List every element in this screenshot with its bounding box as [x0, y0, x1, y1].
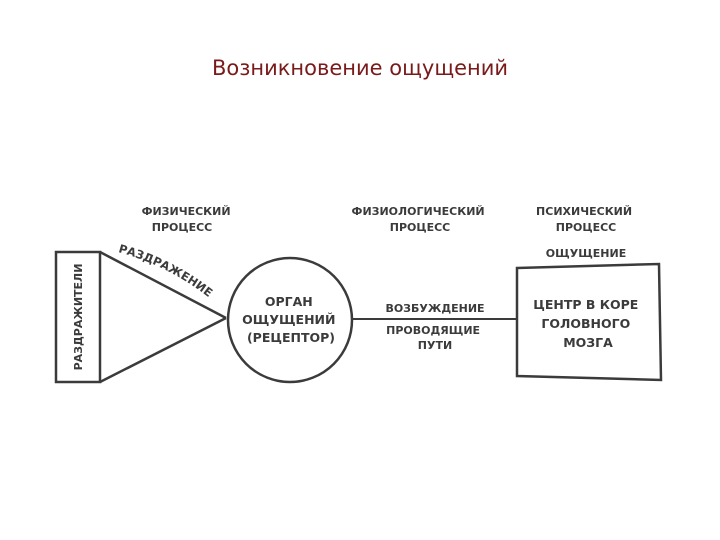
physical-process-line2: ПРОЦЕСС	[152, 221, 212, 234]
stimuli-label: РАЗДРАЖИТЕЛИ	[72, 264, 85, 371]
svg-text:ЦЕНТР В КОРЕ ГОЛОВНОГО: ЦЕНТР В КОРЕ ГОЛОВНОГО МОЗГА	[533, 297, 642, 350]
organ-line3: (РЕЦЕПТОР)	[247, 330, 335, 345]
pathways-line2: ПУТИ	[418, 339, 452, 352]
svg-text:ПРОВОДЯЩИЕ ПУТИ: ПРОВОДЯЩИЕ ПУТИ	[386, 324, 484, 352]
cone-bottom-line	[99, 316, 227, 384]
excitation-label: ВОЗБУЖДЕНИЕ	[385, 302, 484, 315]
slide-title: Возникновение ощущений	[211, 56, 509, 80]
organ-line2: ОЩУЩЕНИЙ	[242, 312, 335, 327]
svg-text:ФИЗИЧЕСКИЙ ПРОЦЕСС: ФИЗИЧЕСКИЙ ПРОЦЕСС	[142, 205, 235, 234]
svg-text:ПСИХИЧЕСКИЙ ПРОЦЕСС: ПСИХИЧЕСКИЙ ПРОЦЕСС	[536, 205, 636, 234]
center-line3: МОЗГА	[563, 335, 613, 350]
center-line2: ГОЛОВНОГО	[541, 316, 630, 331]
psychic-process-line2: ПРОЦЕСС	[556, 221, 616, 234]
stimuli-box	[54, 250, 102, 384]
center-line1: ЦЕНТР В КОРЕ	[533, 297, 638, 312]
psychic-process-line1: ПСИХИЧЕСКИЙ	[536, 205, 632, 218]
svg-text:ФИЗИОЛОГИЧЕСКИЙ ПРОЦЕСС: ФИЗИОЛОГИЧЕСКИЙ ПРОЦЕСС	[352, 205, 489, 234]
pathways-line1: ПРОВОДЯЩИЕ	[386, 324, 480, 337]
physiological-process-line1: ФИЗИОЛОГИЧЕСКИЙ	[352, 205, 485, 218]
irritation-label: РАЗДРАЖЕНИЕ	[117, 241, 215, 299]
sensation-label: ОЩУЩЕНИЕ	[546, 247, 626, 260]
physiological-process-line2: ПРОЦЕСС	[390, 221, 450, 234]
organ-line1: ОРГАН	[265, 294, 313, 309]
svg-text:ОРГАН ОЩУЩЕНИЙ (РЕЦЕПТ: ОРГАН ОЩУЩЕНИЙ (РЕЦЕПТОР)	[242, 294, 340, 345]
brain-center-box	[515, 262, 663, 382]
physical-process-line1: ФИЗИЧЕСКИЙ	[142, 205, 231, 218]
cone-top-line	[99, 250, 227, 320]
